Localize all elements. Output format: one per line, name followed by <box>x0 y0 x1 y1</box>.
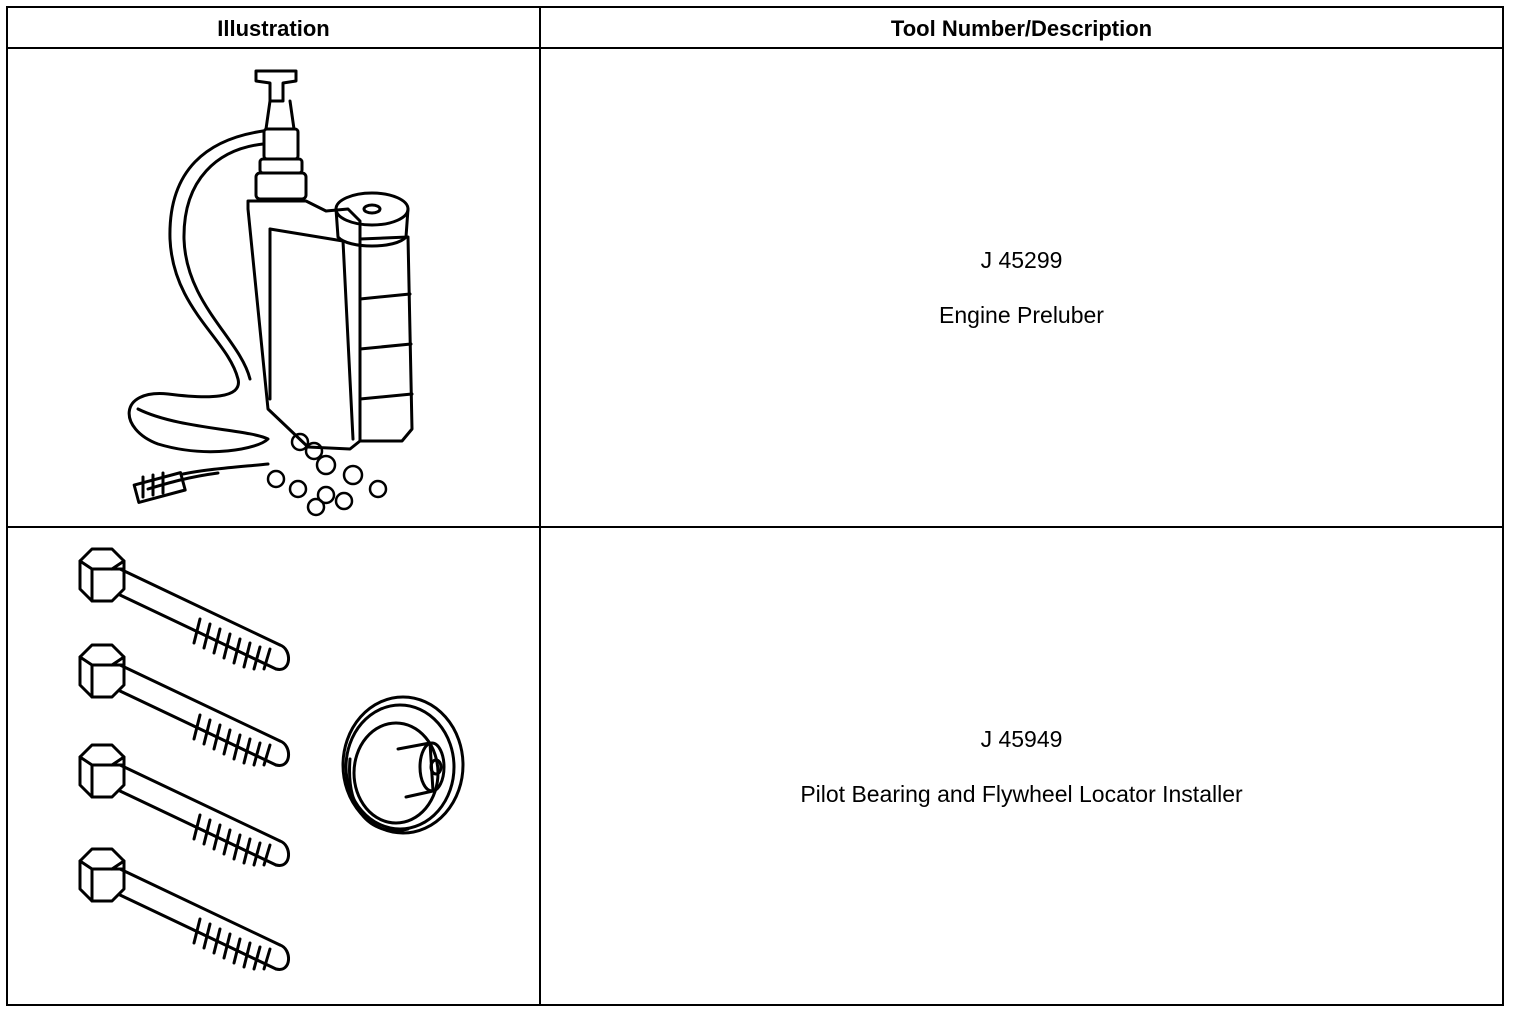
description-cell: J 45949 Pilot Bearing and Flywheel Locat… <box>541 529 1502 1004</box>
bolt-icon <box>78 847 291 971</box>
table-row: J 45949 Pilot Bearing and Flywheel Locat… <box>8 529 1502 1004</box>
engine-preluber-illustration <box>8 49 539 526</box>
bolt-icon <box>78 743 291 867</box>
tool-number: J 45949 <box>980 725 1063 752</box>
column-divider <box>539 8 541 1004</box>
installer-disc-icon <box>341 695 465 835</box>
header-tool-number-description: Tool Number/Description <box>890 16 1153 41</box>
tool-number: J 45299 <box>980 246 1063 273</box>
bolt-icon <box>78 547 291 671</box>
table-header: Illustration Tool Number/Description <box>8 8 1502 49</box>
pilot-bearing-installer-illustration <box>8 529 539 1004</box>
tool-description: Engine Preluber <box>939 301 1104 328</box>
tool-table: Illustration Tool Number/Description <box>6 6 1504 1006</box>
bolt-icon <box>78 643 291 767</box>
fitting-icons <box>266 432 388 517</box>
tool-description: Pilot Bearing and Flywheel Locator Insta… <box>800 780 1243 807</box>
hose-connector-icon <box>132 471 187 504</box>
header-illustration: Illustration <box>217 16 330 41</box>
table-row: J 45299 Engine Preluber <box>8 49 1502 528</box>
description-cell: J 45299 Engine Preluber <box>541 49 1502 526</box>
